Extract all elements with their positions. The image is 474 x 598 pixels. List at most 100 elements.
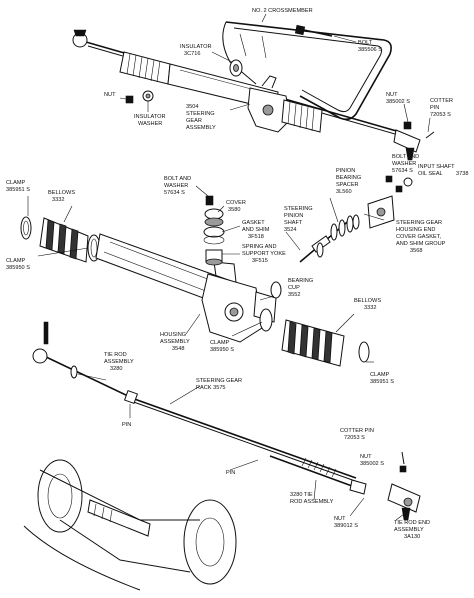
label-nut-left: NUT [104, 92, 116, 98]
steering-gear-rack [123, 389, 359, 483]
label-clamp-mid: CLAMP [6, 258, 26, 264]
top-leaders [119, 13, 431, 133]
label-pinion-bearing-num: 3L560 [336, 189, 352, 195]
callout-labels: NO. 2 CROSSMEMBER BOLT 385506 S INSULATO… [6, 8, 468, 540]
label-tierod: TIE ROD [104, 352, 127, 358]
label-sg-assy-2: GEAR [186, 118, 202, 124]
label-housing-end-2: HOUSING END [396, 227, 435, 233]
label-clamp-low: CLAMP [210, 340, 230, 346]
lower-leaders [77, 373, 405, 521]
label-housing-end-3: COVER GASKET, [396, 234, 442, 240]
label-clamp-left-num: 385951 S [6, 187, 30, 193]
label-crossmember: NO. 2 CROSSMEMBER [252, 8, 313, 14]
label-tierod-end: TIE ROD END [394, 520, 430, 526]
mid-pinion-parts [270, 214, 360, 299]
label-pinion-shaft-2: PINION [284, 213, 303, 219]
label-clamp-low-num: 385950 S [210, 347, 234, 353]
label-tierod-end-num: 3A130 [404, 534, 420, 540]
label-clamp-right: CLAMP [370, 372, 390, 378]
label-housing: HOUSING [160, 332, 186, 338]
label-tierod-2: ASSEMBLY [104, 359, 134, 365]
label-pinion-bearing-2: BEARING [336, 175, 361, 181]
label-spring-yoke-num: 3F515 [252, 258, 268, 264]
mid-cover-stack [203, 195, 225, 266]
label-bearing: BEARING [288, 278, 313, 284]
label-tierod-low-2: ROD ASSEMBLY [290, 499, 334, 505]
label-clamp-right-num: 385951 S [370, 379, 394, 385]
label-sg-assy-1: STEERING [186, 111, 215, 117]
label-input-seal-num: 3738 [456, 171, 468, 177]
label-bolt-top: BOLT [358, 40, 373, 46]
label-insulator-washer-2: WASHER [138, 121, 162, 127]
label-input-seal-2: OIL SEAL [418, 171, 443, 177]
label-nut-low-num: 385002 S [360, 461, 384, 467]
label-bellows-right-num: 3332 [364, 305, 376, 311]
label-tierod-low: 3280 TIE [290, 492, 313, 498]
label-bolt-washer-m-2: WASHER [164, 183, 188, 189]
label-bolt-top-num: 385506 S [358, 47, 382, 53]
label-tierod-num: 3280 [110, 366, 122, 372]
label-insulator-washer: INSULATOR [134, 114, 166, 120]
label-gasket-num: 3F518 [248, 234, 264, 240]
label-cotter-low-num: 72053 S [344, 435, 365, 441]
label-cotter-top-2: PIN [430, 105, 439, 111]
label-pinion-shaft-num: 3524 [284, 227, 296, 233]
label-housing-end: STEERING GEAR [396, 220, 442, 226]
label-tierod-end-2: ASSEMBLY [394, 527, 424, 533]
mid-housing [95, 233, 277, 343]
label-pinion-bearing-3: SPACER [336, 182, 359, 188]
label-housing-2: ASSEMBLY [160, 339, 190, 345]
label-nut-low: NUT [360, 454, 372, 460]
label-nut-right: NUT [386, 92, 398, 98]
label-bolt-washer-r: BOLT AND [392, 154, 419, 160]
top-steering-gear-assembly [72, 29, 435, 161]
mid-right-bellows [259, 308, 370, 367]
vehicle-inset [23, 459, 237, 591]
label-gasket-2: AND SHIM [242, 227, 270, 233]
label-bearing-2: CUP [288, 285, 300, 291]
label-bolt-washer-m-num: 57634 S [164, 190, 185, 196]
label-bearing-num: 3552 [288, 292, 300, 298]
label-bolt-washer-m: BOLT AND [164, 176, 191, 182]
label-cover: COVER [226, 200, 246, 206]
label-pinion-bearing: PINION [336, 168, 355, 174]
mid-left-clamp [20, 216, 32, 240]
label-nut-bottom-num: 389012 S [334, 523, 358, 529]
label-cotter-top-num: 72053 S [430, 112, 451, 118]
label-insulator: INSULATOR [180, 44, 212, 50]
label-rack: STEERING GEAR [196, 378, 242, 384]
label-gasket: GASKET [242, 220, 265, 226]
label-nut-bottom: NUT [334, 516, 346, 522]
label-cotter-top: COTTER [430, 98, 453, 104]
label-housing-end-num: 3568 [410, 248, 422, 254]
label-rack-2: RACK 3575 [196, 385, 226, 391]
label-input-seal: INPUT SHAFT [418, 164, 455, 170]
label-bolt-washer-r-2: WASHER [392, 161, 416, 167]
label-bellows-left: BELLOWS [48, 190, 75, 196]
label-housing-end-4: AND SHIM GROUP [396, 241, 446, 247]
right-tie-rod [269, 451, 421, 521]
mid-left-bellows [39, 217, 89, 263]
top-bolt [294, 24, 333, 37]
label-sg-assy-num: 3504 [186, 104, 198, 110]
label-pin-mid: PIN [226, 470, 235, 476]
label-bellows-right: BELLOWS [354, 298, 381, 304]
label-spring-yoke-2: SUPPORT YOKE [242, 251, 286, 257]
label-cover-num: 3580 [228, 207, 240, 213]
label-pinion-shaft-3: SHAFT [284, 220, 303, 226]
label-bolt-washer-r-num: 57634 S [392, 168, 413, 174]
label-nut-right-num: 385002 S [386, 99, 410, 105]
label-clamp-mid-num: 385950 S [6, 265, 30, 271]
mid-leaders [27, 185, 385, 363]
top-insulator [229, 59, 243, 77]
label-spring-yoke: SPRING AND [242, 244, 277, 250]
label-pin-left: PIN [122, 422, 131, 428]
mid-end-cover [367, 175, 413, 229]
label-sg-assy-3: ASSEMBLY [186, 125, 216, 131]
label-pinion-shaft: STEERING [284, 206, 313, 212]
label-insulator-num: 3C716 [184, 51, 200, 57]
label-clamp-left: CLAMP [6, 180, 26, 186]
label-housing-num: 3548 [172, 346, 184, 352]
